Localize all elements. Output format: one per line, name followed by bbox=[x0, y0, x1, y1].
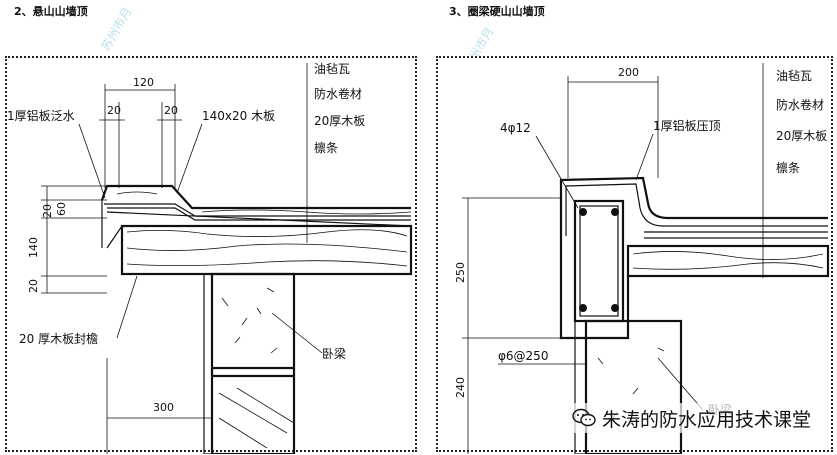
right-dim-v240: 240 bbox=[454, 377, 467, 398]
left-dim-20-a: 20 bbox=[107, 104, 121, 117]
watermark-left: 苏州市月 bbox=[98, 4, 135, 53]
left-dim-120: 120 bbox=[133, 76, 154, 89]
left-label-flashing: 1厚铝板泛水 bbox=[7, 108, 75, 123]
left-dim-v20: 20 bbox=[41, 204, 54, 218]
right-dim-200: 200 bbox=[618, 66, 639, 79]
left-label-beam: 卧梁 bbox=[322, 346, 346, 361]
right-label-cap: 1厚铝板压顶 bbox=[653, 118, 721, 133]
right-label-rebar: 4φ12 bbox=[500, 121, 531, 135]
left-label-board: 140x20 木板 bbox=[202, 109, 275, 123]
right-diagram: 油毡瓦 防水卷材 20厚木板 檩条 200 4φ12 1厚铝板压顶 bbox=[454, 63, 830, 454]
panel-left: 油毡瓦 防水卷材 20厚木板 檩条 120 20 20 1厚铝板泛水 140x2… bbox=[5, 56, 417, 454]
right-layer-label-3: 20厚木板 bbox=[776, 129, 827, 143]
left-label-fascia: 20 厚木板封檐 bbox=[19, 332, 98, 346]
wechat-account-name: 朱涛的防水应用技术课堂 bbox=[601, 408, 811, 431]
left-layer-label-4: 檩条 bbox=[314, 140, 338, 155]
left-layer-label-2: 防水卷材 bbox=[314, 86, 362, 101]
wechat-icon bbox=[572, 408, 596, 428]
wechat-watermark-badge: 朱涛的防水应用技术课堂 bbox=[567, 403, 815, 433]
title-left: 2、悬山山墙顶 bbox=[14, 5, 88, 18]
left-dim-300: 300 bbox=[153, 401, 174, 414]
left-diagram: 油毡瓦 防水卷材 20厚木板 檩条 120 20 20 1厚铝板泛水 140x2… bbox=[7, 62, 413, 454]
right-layer-label-4: 檩条 bbox=[776, 160, 800, 175]
left-dim-v140: 140 bbox=[27, 237, 40, 258]
right-layer-label-2: 防水卷材 bbox=[776, 97, 824, 112]
right-label-stirrup: φ6@250 bbox=[498, 349, 548, 363]
left-dim-v20b: 20 bbox=[27, 279, 40, 293]
right-dim-v250: 250 bbox=[454, 262, 467, 283]
left-dim-20-b: 20 bbox=[164, 104, 178, 117]
right-layer-label-1: 油毡瓦 bbox=[776, 69, 812, 83]
left-dim-v60: 60 bbox=[55, 202, 68, 216]
left-layer-label-3: 20厚木板 bbox=[314, 114, 365, 128]
panel-right: 油毡瓦 防水卷材 20厚木板 檩条 200 4φ12 1厚铝板压顶 bbox=[436, 56, 833, 454]
left-layer-label-1: 油毡瓦 bbox=[314, 62, 350, 76]
title-right: 3、圈梁硬山山墙顶 bbox=[449, 5, 545, 18]
